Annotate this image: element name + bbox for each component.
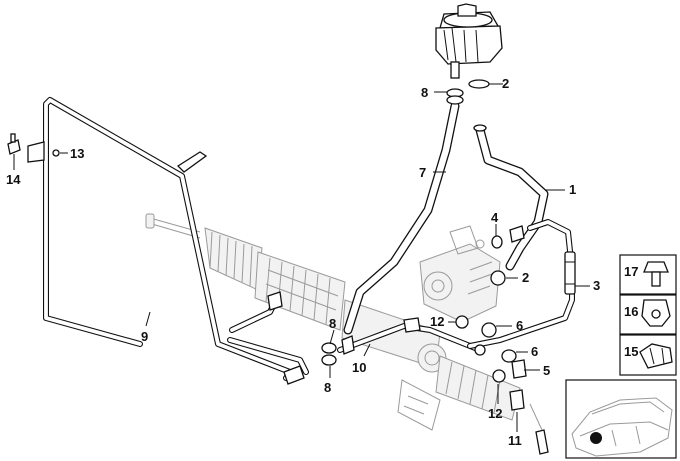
location-dot (590, 432, 602, 444)
callout-leaders (13, 83, 590, 432)
callout-6-upper: 6 (516, 318, 523, 333)
callout-16: 16 (624, 304, 638, 319)
callout-12-upper: 12 (430, 314, 444, 329)
callout-6-lower: 6 (531, 344, 538, 359)
callout-11: 11 (508, 433, 522, 448)
callout-2-upper: 2 (502, 76, 509, 91)
callout-13: 13 (70, 146, 84, 161)
callout-8-mid: 8 (329, 316, 336, 331)
callout-8-top: 8 (421, 85, 428, 100)
reservoir (435, 3, 503, 79)
vehicle-locator (565, 379, 677, 459)
callout-3: 3 (593, 278, 600, 293)
callout-17: 17 (624, 264, 638, 279)
part-7-hose (343, 101, 460, 335)
part-13-14-mount (7, 133, 60, 163)
part-10-lines (337, 219, 576, 355)
part-1-hose (473, 124, 549, 271)
callout-9: 9 (141, 329, 148, 344)
callout-10: 10 (352, 360, 366, 375)
part-9-cooling-loop (43, 97, 309, 385)
fittings (321, 79, 549, 455)
callout-2-lower: 2 (522, 270, 529, 285)
hardware-legend (619, 254, 677, 376)
callout-12-lower: 12 (488, 406, 502, 421)
callout-labels: 1 2 2 3 4 5 6 6 7 8 8 8 9 10 11 12 12 13… (6, 76, 638, 448)
callout-8-bottom: 8 (324, 380, 331, 395)
callout-5: 5 (543, 363, 550, 378)
callout-14: 14 (6, 172, 21, 187)
callout-4: 4 (491, 210, 499, 225)
callout-1: 1 (569, 182, 576, 197)
callout-15: 15 (624, 344, 638, 359)
callout-7: 7 (419, 165, 426, 180)
